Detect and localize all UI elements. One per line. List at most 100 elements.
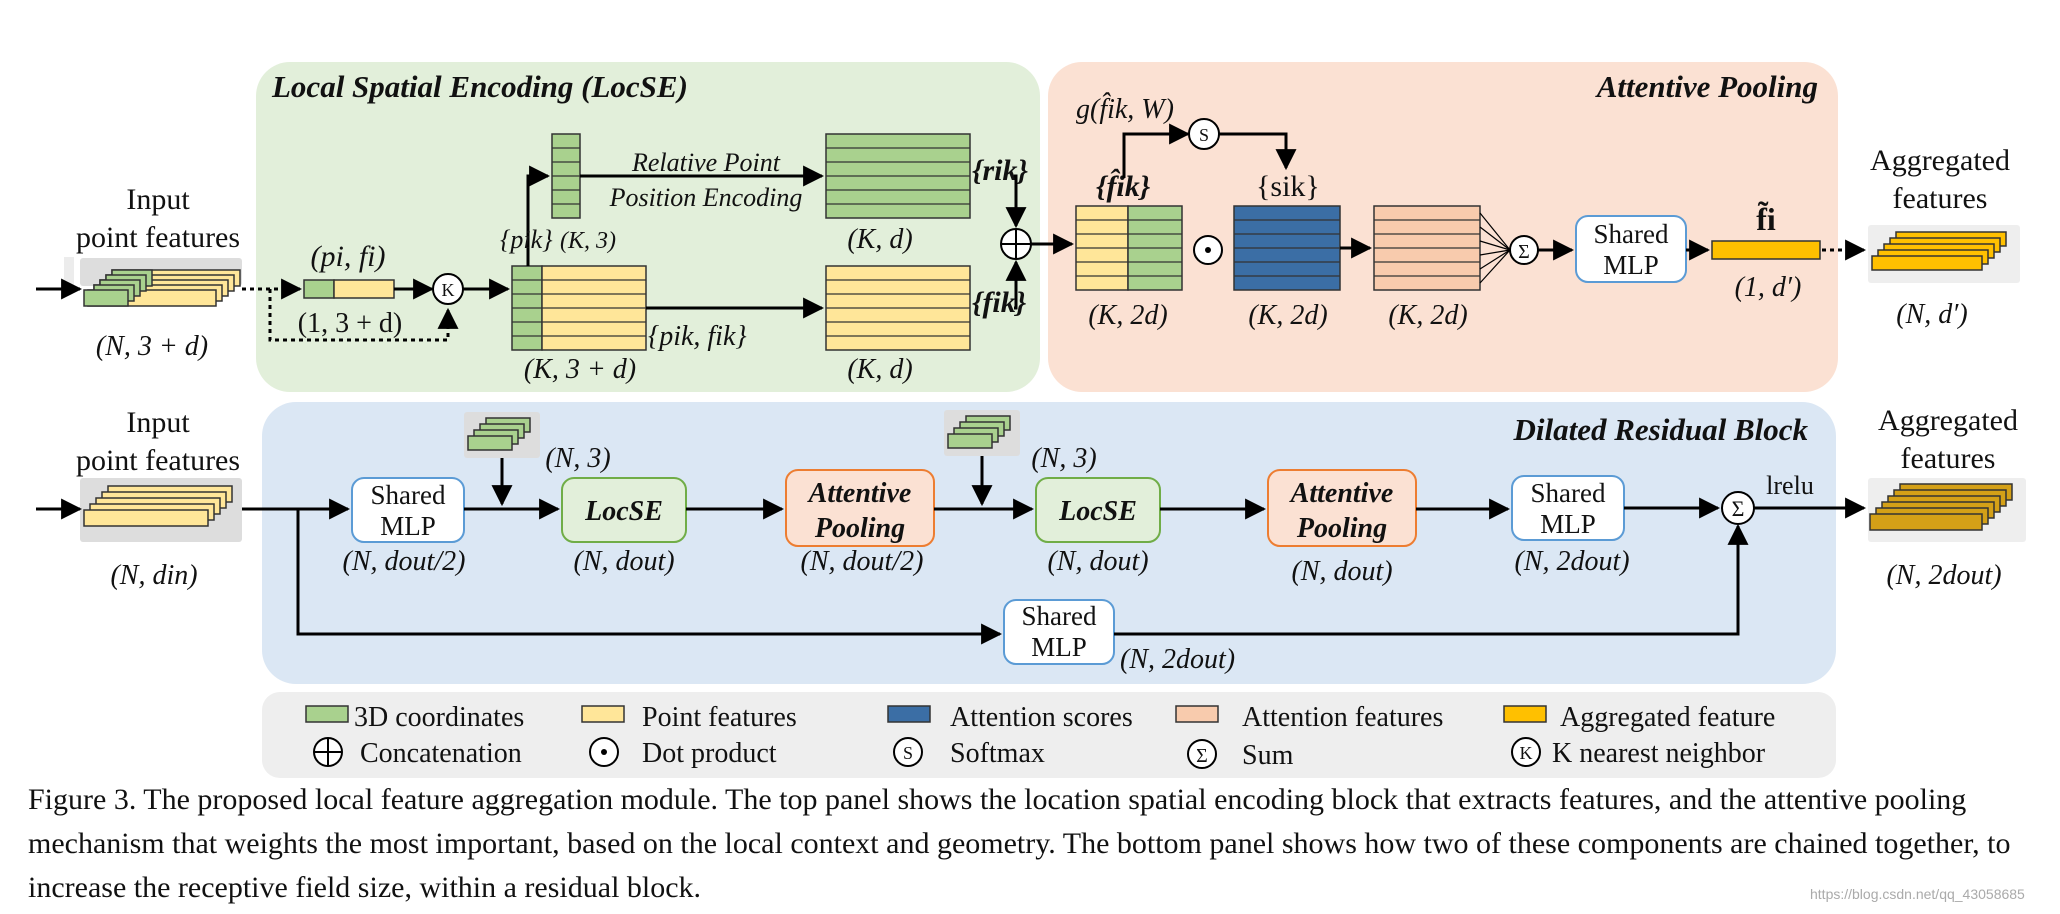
softmax-to-s-arrow bbox=[1219, 132, 1297, 171]
coords2-shape: (N, 3) bbox=[1031, 443, 1096, 474]
skip-mlp-block bbox=[1003, 599, 1115, 665]
r-matrix bbox=[825, 133, 971, 219]
attn2-label-2: Pooling bbox=[1296, 513, 1387, 544]
legend-softmax-icon bbox=[893, 737, 923, 767]
fan-in-lines bbox=[1479, 212, 1511, 284]
legend-aggregated-swatch bbox=[1503, 705, 1547, 723]
r-shape: (K, d) bbox=[847, 224, 912, 255]
f-shape: (K, d) bbox=[847, 354, 912, 385]
locse1-shape: (N, dout) bbox=[573, 546, 674, 577]
s-shape: (K, 2d) bbox=[1248, 300, 1327, 331]
locse2-shape: (N, dout) bbox=[1047, 546, 1148, 577]
fhat-to-softmax-arrow bbox=[1122, 123, 1191, 178]
legend-point-features-swatch bbox=[581, 705, 625, 723]
locse2-label: LocSE bbox=[1058, 496, 1137, 527]
mlp2-label-1: Shared bbox=[1531, 478, 1606, 508]
ftilde-shape: (1, d′) bbox=[1735, 272, 1802, 303]
attn1-label-2: Pooling bbox=[814, 513, 905, 544]
bottom-output-shape: (N, 2dout) bbox=[1886, 560, 2001, 591]
s-label: {sik} bbox=[1256, 170, 1320, 203]
figure-caption: Figure 3. The proposed local feature agg… bbox=[28, 783, 2011, 904]
r-label: {rik} bbox=[972, 154, 1028, 187]
mlp2-label-2: MLP bbox=[1540, 509, 1596, 539]
skip-to-sum-arrow bbox=[1114, 523, 1749, 636]
fhat-matrix bbox=[1075, 205, 1183, 291]
top-input-label-1: Input bbox=[126, 183, 190, 216]
point-label: (pi, fi) bbox=[311, 240, 386, 273]
top-mlp-label-1: Shared bbox=[1594, 219, 1669, 249]
neighbors-to-coords-arrow bbox=[526, 165, 551, 266]
top-output-label-2: features bbox=[1893, 182, 1988, 215]
bottom-input-label-1: Input bbox=[126, 406, 190, 439]
top-output-stack bbox=[1868, 225, 2020, 283]
coords1-stack bbox=[464, 412, 540, 458]
f-to-concat-arrow bbox=[1005, 259, 1027, 310]
legend-knn-label: K nearest neighbor bbox=[1552, 738, 1766, 769]
weighted-feature-matrix bbox=[1373, 205, 1481, 291]
dilated-residual-title: Dilated Residual Block bbox=[1513, 412, 1809, 447]
legend-coords-swatch bbox=[305, 705, 349, 723]
neighbor-coord-label: {pik} bbox=[500, 225, 553, 254]
neighbor-matrix bbox=[511, 265, 647, 351]
point-shape: (1, 3 + d) bbox=[298, 308, 402, 339]
ftilde-bar bbox=[1711, 240, 1821, 260]
legend-knn-symbol: K bbox=[1520, 743, 1533, 763]
top-input-stack bbox=[64, 257, 242, 307]
attn2-shape: (N, dout) bbox=[1291, 556, 1392, 587]
mlp2-shape: (N, 2dout) bbox=[1514, 546, 1629, 577]
legend-attention-features-swatch bbox=[1175, 705, 1219, 723]
legend-knn-icon bbox=[1511, 737, 1541, 767]
neighbor-coord-column bbox=[551, 133, 581, 219]
top-mlp-label-2: MLP bbox=[1603, 250, 1659, 280]
neighbor-feat-label: {pik, fik} bbox=[648, 321, 747, 352]
skip-mlp-label-1: Shared bbox=[1022, 601, 1097, 631]
bottom-output-stack bbox=[1868, 478, 2026, 542]
s-matrix bbox=[1233, 205, 1341, 291]
softmax-symbol: S bbox=[1199, 125, 1209, 145]
f-label: {fik} bbox=[972, 286, 1027, 319]
top-output-shape: (N, d′) bbox=[1896, 299, 1967, 330]
legend-dot-label: Dot product bbox=[642, 738, 777, 769]
mlp1-shape: (N, dout/2) bbox=[343, 546, 466, 577]
legend-attention-scores-label: Attention scores bbox=[950, 702, 1133, 733]
attn2-label-1: Attentive bbox=[1289, 478, 1394, 509]
bottom-output-label-1: Aggregated bbox=[1878, 404, 2018, 437]
knn-symbol: K bbox=[442, 280, 455, 300]
legend-softmax-label: Softmax bbox=[950, 738, 1045, 769]
bottom-output-label-2: features bbox=[1901, 442, 1996, 475]
rel-enc-label-1: Relative Point bbox=[631, 148, 781, 177]
legend-attention-features-label: Attention features bbox=[1242, 702, 1443, 733]
legend-softmax-symbol: S bbox=[903, 743, 913, 763]
input-to-knn-dotted bbox=[268, 289, 459, 342]
top-output-label-1: Aggregated bbox=[1870, 144, 2010, 177]
r-to-concat-arrow bbox=[1005, 174, 1027, 229]
bottom-input-label-2: point features bbox=[76, 444, 240, 477]
fhat-shape: (K, 2d) bbox=[1088, 300, 1167, 331]
bottom-sum-symbol: Σ bbox=[1732, 496, 1745, 521]
attn1-shape: (N, dout/2) bbox=[801, 546, 924, 577]
locse1-label: LocSE bbox=[584, 496, 663, 527]
legend-concat-label: Concatenation bbox=[360, 738, 522, 769]
watermark: https://blog.csdn.net/qq_43058685 bbox=[1810, 886, 2025, 902]
attn1-label-1: Attentive bbox=[807, 478, 912, 509]
lrelu-label: lrelu bbox=[1766, 471, 1814, 500]
weighted-shape: (K, 2d) bbox=[1388, 300, 1467, 331]
center-point-bar bbox=[303, 279, 395, 299]
top-input-label-2: point features bbox=[76, 221, 240, 254]
bottom-input-stack bbox=[80, 478, 242, 542]
top-input-shape: (N, 3 + d) bbox=[96, 331, 208, 362]
legend-attention-scores-swatch bbox=[887, 705, 931, 723]
legend-panel bbox=[262, 692, 1836, 778]
coords2-stack bbox=[944, 410, 1020, 456]
skip-shape: (N, 2dout) bbox=[1120, 644, 1235, 675]
ftilde-label: f̃i bbox=[1756, 201, 1776, 237]
legend-aggregated-label: Aggregated feature bbox=[1560, 702, 1775, 733]
mlp1-label-2: MLP bbox=[380, 511, 436, 541]
attentive-pooling-title: Attentive Pooling bbox=[1595, 69, 1818, 104]
coords1-shape: (N, 3) bbox=[545, 443, 610, 474]
top-sum-symbol: Σ bbox=[1518, 241, 1530, 263]
g-label: g(f̂ik, W) bbox=[1076, 93, 1174, 125]
f-matrix bbox=[825, 265, 971, 351]
legend-sum-icon bbox=[1187, 739, 1217, 769]
